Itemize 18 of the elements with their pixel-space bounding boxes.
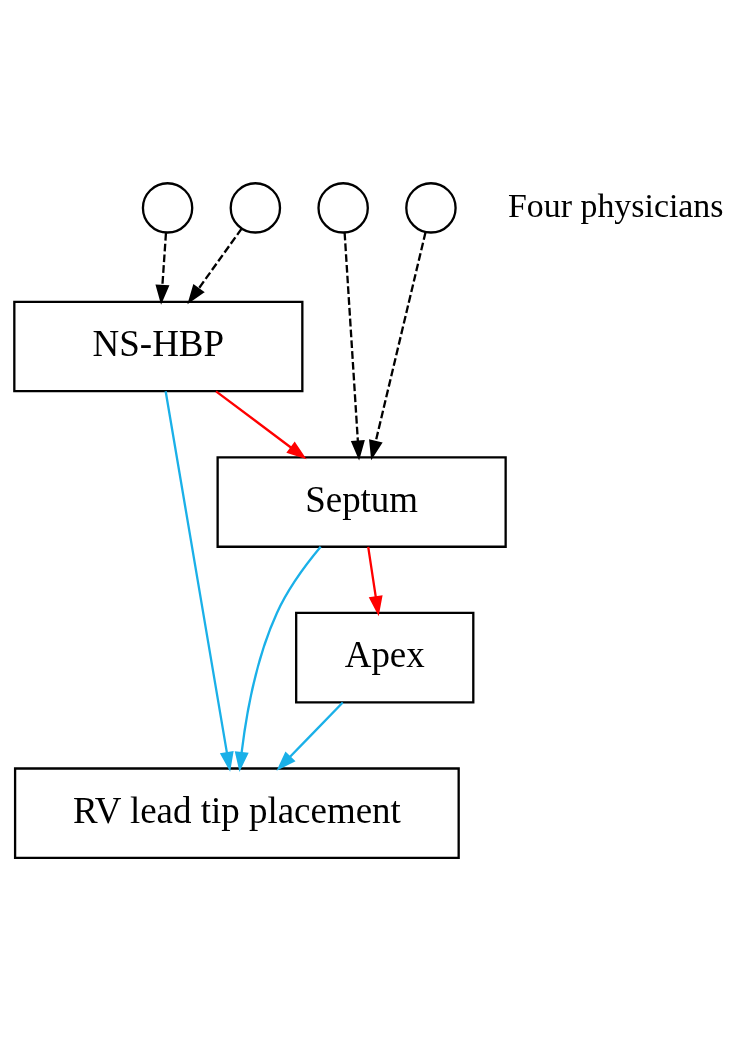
arrow <box>215 389 307 459</box>
node-box: NS-HBP <box>13 300 304 392</box>
arrow <box>187 227 243 304</box>
arrow <box>234 545 322 772</box>
node-circle <box>229 181 282 234</box>
arrow <box>155 232 170 305</box>
node-box: RV lead tip placement <box>13 766 460 859</box>
node-circle <box>405 181 457 234</box>
node-box: Apex <box>295 611 475 703</box>
label: Four physicians <box>508 186 724 224</box>
arrow <box>276 701 344 771</box>
node-circle <box>317 181 369 234</box>
node-box: Septum <box>216 455 507 548</box>
arrow <box>164 390 234 772</box>
arrow <box>343 232 365 461</box>
arrow <box>369 231 427 460</box>
arrow <box>367 546 383 616</box>
node-circle <box>141 181 194 234</box>
